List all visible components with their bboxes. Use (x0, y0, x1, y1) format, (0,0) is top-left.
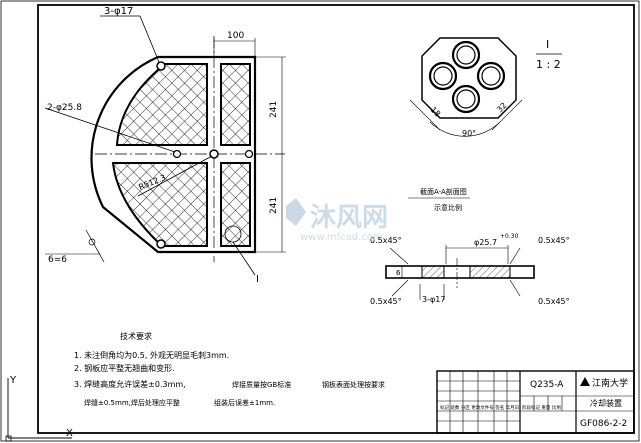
section-hole-label: 3-φ17 (422, 295, 445, 304)
axis-y-label: Y (9, 375, 17, 386)
axis-x-label: X (66, 428, 73, 439)
tech-item-5: 钢板表面处理按要求 (322, 380, 385, 389)
plate-outline (90, 55, 257, 254)
company: 江南大学 (592, 377, 628, 389)
tech-item-4: 焊接质量按GB标准 (232, 380, 291, 389)
lower-height-dim: 241 (269, 197, 279, 214)
tech-item-6: 焊缝±0.5mm,焊后处理应平整 (84, 398, 180, 407)
logo-triangle-icon (580, 377, 590, 386)
inner-frame (37, 4, 635, 434)
mark-label: I (256, 274, 259, 285)
hole-mid-right (244, 149, 254, 159)
bore-dim: φ25.7 (474, 238, 497, 247)
tech-item-1: 1. 未注倒角均为0.5, 外观无明显毛刺3mm. (74, 350, 229, 360)
hole-top (156, 61, 166, 71)
hatch-lower-left (111, 162, 208, 247)
chamfer-tr: 0.5x45° (538, 236, 570, 245)
revision-row: 标记 处数 分区 更改文件号 签名 年月日 (440, 404, 519, 411)
axis-indicator (5, 378, 72, 442)
hole-mid-left (172, 149, 182, 159)
hole-bottom (156, 239, 166, 249)
detail-view (409, 37, 562, 137)
part-name: 冷却装置 (590, 398, 622, 408)
detail-title: I (546, 38, 549, 51)
chamfer-tl: 0.5x45° (370, 236, 402, 245)
tech-item-7: 组装后误差±1mm. (214, 398, 275, 407)
section-note-2: 示意比例 (434, 203, 462, 212)
drawing-no: GF086-2-2 (580, 419, 627, 429)
tech-item-2: 2. 钢板应平整无翘曲和变形. (74, 363, 175, 373)
detail-angle: 90° (462, 129, 476, 138)
hatch-upper-right (220, 63, 251, 146)
watermark-logo-icon (286, 198, 306, 226)
front-view (44, 15, 286, 276)
chamfer-br: 0.5x45° (538, 297, 570, 306)
section-view (385, 197, 535, 300)
section-thickness: 6 (396, 269, 401, 277)
upper-height-dim: 241 (269, 101, 279, 118)
detail-scale: 1 : 2 (536, 58, 561, 71)
material: Q235-A (530, 380, 564, 390)
center-hole-label: 2-φ25.8 (47, 103, 82, 113)
tech-item-3: 3. 焊缝高度允许误差±0.3mm, (74, 379, 186, 389)
detail-outline (421, 37, 517, 119)
detail-dim-left: 18 (429, 105, 443, 119)
watermark-url: www.mfcad.com (300, 232, 383, 243)
detail-dim-right: 32 (495, 101, 509, 115)
watermark (286, 198, 306, 226)
title-block (436, 370, 635, 434)
tech-title: 技术要求 (120, 331, 152, 341)
hatch-upper-left (115, 63, 208, 146)
chamfer-bl: 0.5x45° (370, 297, 402, 306)
section-plate (385, 265, 535, 279)
stage-row: 阶段标记 重量 比例 (522, 404, 561, 411)
section-note-1: 截面A-A剖面图 (420, 187, 467, 196)
hole-label: 3-φ17 (104, 6, 133, 17)
section-label: 6=6 (48, 255, 67, 265)
width-dim: 100 (227, 31, 244, 41)
watermark-brand: 沐风网 (310, 203, 388, 233)
bore-tolerance: +0.30 (500, 233, 519, 240)
